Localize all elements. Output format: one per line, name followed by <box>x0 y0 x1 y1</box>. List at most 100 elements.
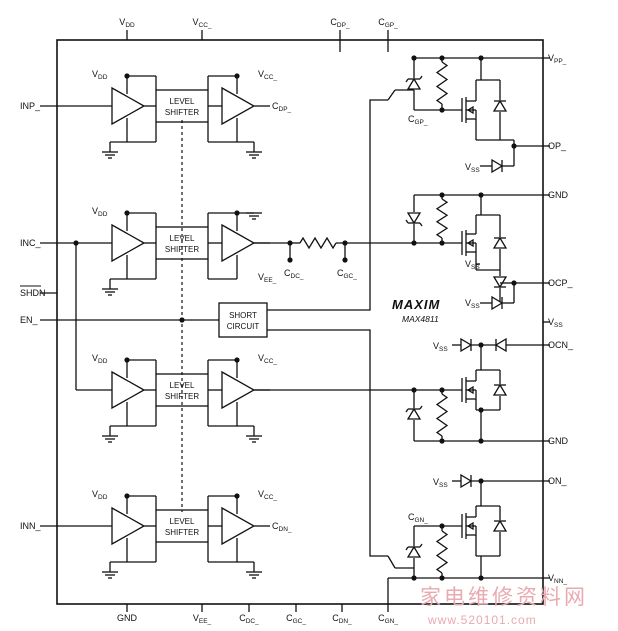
right-pin-label-sub: SS <box>554 322 563 329</box>
zener-hook <box>419 222 423 227</box>
bottom-pin-label-main: C <box>286 613 293 623</box>
vdd-label: VDD <box>92 206 108 218</box>
level-shifter-box-line2: SHIFTER <box>165 528 199 537</box>
bottom-pin-label: VEE_ <box>193 613 212 625</box>
vdd-label-sub: DD <box>98 74 108 81</box>
watermark: 家电维修资料网 www.520101.com <box>420 585 588 627</box>
right-pin-label-main: V <box>548 317 554 327</box>
bottom-pin-label: CDC_ <box>239 613 259 625</box>
vdd-label-main: V <box>92 206 98 216</box>
junction-dot <box>234 357 240 363</box>
zener-hook <box>405 546 409 551</box>
diode-body <box>492 276 508 289</box>
junction-dot <box>234 493 240 499</box>
junction-dot <box>124 493 130 499</box>
cgp-label-sub: GP_ <box>415 119 428 126</box>
vcc-label-main: V <box>258 489 264 499</box>
level-shifter-box <box>155 89 209 123</box>
top-pin-label-sub: CC_ <box>199 22 212 29</box>
vss-label-on-sub: SS <box>439 482 448 489</box>
bottom-pin-label-main: GND <box>117 613 138 623</box>
vdd-label-main: V <box>92 353 98 363</box>
gate-resistor-mid <box>435 198 449 239</box>
junction-dot <box>439 107 445 113</box>
left-pin-label-main: INP_ <box>20 101 41 111</box>
bottom-pin-label-main: C <box>239 613 246 623</box>
vee-label: VEE_ <box>258 272 277 284</box>
vss-label-sub: SS <box>471 167 480 174</box>
diode-body <box>406 545 422 558</box>
junction-dot <box>287 257 293 263</box>
vcc-label-sub: CC_ <box>264 494 277 501</box>
output-nmos-mid <box>461 223 477 263</box>
cgp-label-main: C <box>408 114 415 124</box>
junction-dot <box>478 575 484 581</box>
zener-hook <box>405 408 409 413</box>
zener-hook <box>405 78 409 83</box>
maxim-logo: MAXIM MAX4811 <box>392 297 440 324</box>
right-pin-label-main: V <box>548 53 554 63</box>
switch-bottom <box>387 555 396 569</box>
zener-hook <box>405 219 409 224</box>
cgn-label: CGN_ <box>408 512 428 524</box>
cdp-label: CDP_ <box>272 101 292 113</box>
cgn-label-sub: GN_ <box>415 517 429 524</box>
left-pin-label: SHDN <box>20 288 46 298</box>
vee-label-sub: EE_ <box>264 277 277 284</box>
gate-resistor-top <box>435 61 449 105</box>
vcc-label: VCC_ <box>258 353 277 365</box>
level-shifter-box-line1: LEVEL <box>170 517 195 526</box>
right-pin-label: OP_ <box>548 141 567 151</box>
right-pin-label: VNN_ <box>548 573 567 585</box>
body-diode-low <box>492 383 508 396</box>
level-shifter-box-line1: LEVEL <box>170 234 195 243</box>
top-pin-label-main: C <box>378 17 385 27</box>
vss-label-on: VSS <box>433 477 448 489</box>
vcc-label-main: V <box>258 69 264 79</box>
right-pin-label-sub: PP_ <box>554 58 567 65</box>
right-pin-label-main: ON_ <box>548 476 568 486</box>
left-pin-label-main: SHDN <box>20 288 46 298</box>
vss-label-ocp-main: V <box>465 298 471 308</box>
vcc-label-sub: CC_ <box>264 358 277 365</box>
junction-dot <box>124 73 130 79</box>
cdp-label-main: C <box>272 101 279 111</box>
part-number: MAX4811 <box>402 314 439 324</box>
top-pin-label: CGP_ <box>378 17 398 29</box>
driver-channels: VDDLEVELSHIFTERVCC_CDP_VDDLEVELSHIFTERVE… <box>57 69 292 579</box>
bottom-pin-label-main: V <box>193 613 199 623</box>
right-pin-label-main: V <box>548 573 554 583</box>
right-pin-label: GND <box>548 436 569 446</box>
vdd-label-main: V <box>92 489 98 499</box>
bottom-pin-label-main: C <box>378 613 385 623</box>
junction-dot <box>478 438 484 444</box>
body-diode-top <box>492 99 508 112</box>
bottom-pin-label: CGC_ <box>286 613 306 625</box>
vss-label-on-main: V <box>433 477 439 487</box>
bottom-pin-label-sub: GC_ <box>293 618 307 625</box>
left-pin-label: EN_ <box>20 315 39 325</box>
right-pin-label: GND <box>548 190 569 200</box>
diode-body <box>492 99 508 112</box>
vss-label: VSS <box>465 162 480 174</box>
vdd-label-sub: DD <box>98 358 108 365</box>
junction-dot <box>478 407 484 413</box>
watermark-text: 家电维修资料网 <box>420 585 588 609</box>
junction-dot <box>439 387 445 393</box>
vdd-label: VDD <box>92 353 108 365</box>
top-pin-label-sub: DD <box>125 22 135 29</box>
junction-dot <box>124 357 130 363</box>
right-pin-label-main: OCP_ <box>548 278 574 288</box>
vcc-label: VCC_ <box>258 69 277 81</box>
level-shifter-box <box>155 509 209 543</box>
body-diode-mid <box>492 236 508 249</box>
cgn-label-main: C <box>408 512 415 522</box>
gate-zener-low <box>405 405 423 420</box>
left-pin-label-main: INC_ <box>20 238 41 248</box>
right-pin-label-main: OP_ <box>548 141 567 151</box>
short-circuit-box-line1: SHORT <box>229 311 257 320</box>
vcc-label-sub: CC_ <box>264 74 277 81</box>
switch-top <box>387 89 396 101</box>
